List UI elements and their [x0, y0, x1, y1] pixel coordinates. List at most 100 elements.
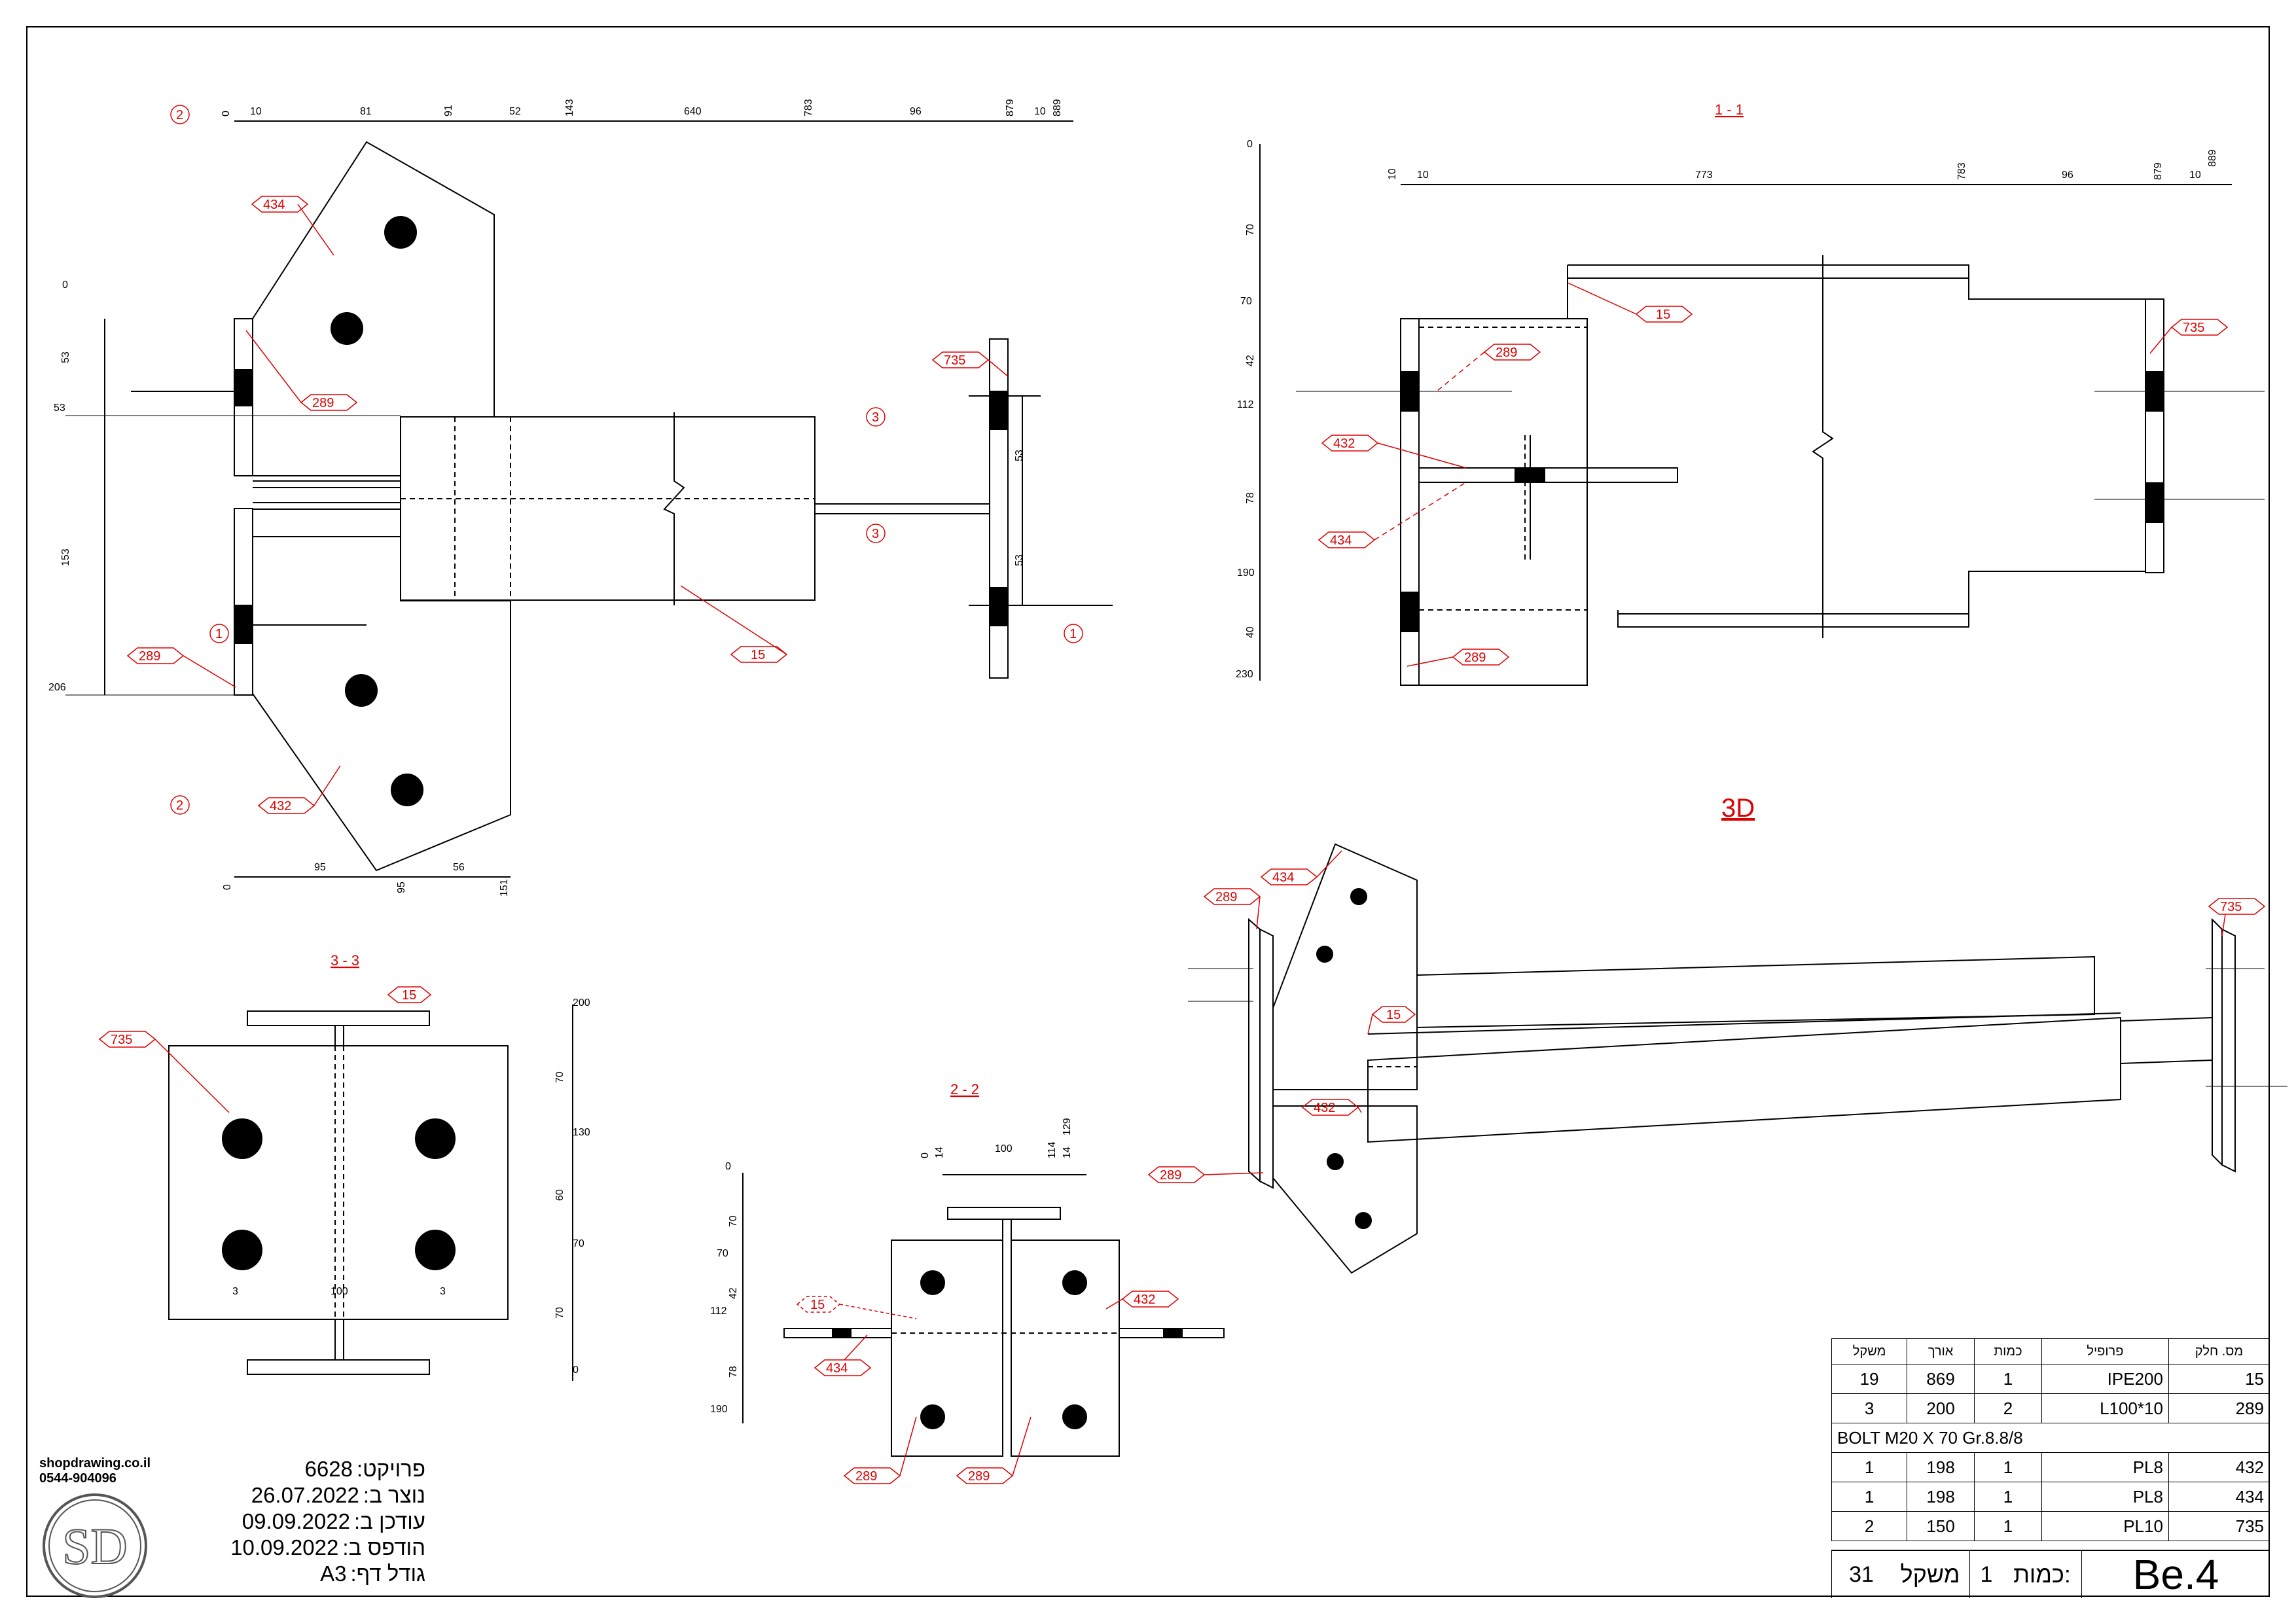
- beam-ipe200: [400, 416, 816, 601]
- bom-weight: 1: [1831, 1452, 1908, 1482]
- section-2-2: [742, 1173, 1225, 1457]
- bom-qty: 1: [1974, 1482, 2042, 1512]
- dim-text: 783: [803, 99, 814, 116]
- dim-text: 10: [250, 106, 262, 117]
- dim-text: 153: [60, 548, 71, 566]
- dim-text: 114: [1047, 1141, 1058, 1158]
- bom-row: 1 198 1 PL8 432: [1831, 1452, 2270, 1482]
- dim-text: 78: [728, 1366, 739, 1378]
- part-mark: 434: [263, 198, 285, 212]
- bom-part: 15: [2168, 1364, 2270, 1394]
- part-mark: 15: [810, 1298, 825, 1312]
- project-info: 6628:פרויקט 26.07.2022:נוצר ב 09.09.2022…: [216, 1456, 425, 1587]
- dim-text: 112: [710, 1306, 727, 1317]
- assembly-qty: 1: [1969, 1551, 2003, 1598]
- dim-text: 70: [554, 1307, 565, 1319]
- dim-text: 783: [1956, 162, 1967, 180]
- plate-432: [252, 536, 511, 872]
- dim-text: 230: [1236, 669, 1253, 680]
- info-row: 6628:פרויקט: [216, 1456, 426, 1482]
- dim-text: 81: [360, 106, 372, 117]
- bill-of-materials: משקל אורך כמות פרופיל מס. חלק 19 869 1 I…: [1831, 1338, 2270, 1541]
- dim-text: 70: [554, 1071, 565, 1083]
- dim-text: 206: [48, 682, 66, 693]
- dim-text: 3: [440, 1286, 446, 1297]
- dim-text: 100: [995, 1143, 1013, 1154]
- section-marker: 2: [176, 108, 183, 122]
- part-mark: 15: [1656, 308, 1670, 322]
- bom-qty: 2: [1974, 1393, 2042, 1423]
- info-row: 26.07.2022:נוצר ב: [216, 1482, 425, 1508]
- bom-length: 869: [1907, 1364, 1975, 1394]
- part-mark: 289: [1496, 346, 1517, 360]
- plan-view: [65, 120, 1113, 878]
- dim-text: 200: [573, 997, 590, 1008]
- bom-bolt-line: BOLT M20 X 70 Gr.8.8/8: [1831, 1423, 2270, 1453]
- part-mark: 289: [1464, 651, 1486, 665]
- dim-text: 10: [1387, 168, 1398, 180]
- view-title: 3D: [1721, 794, 1755, 823]
- section-1-1: [1259, 144, 2265, 686]
- bom-row: 2 150 1 PL10 735: [1831, 1511, 2270, 1541]
- section-marker: 3: [872, 410, 879, 425]
- part-mark: 434: [1272, 870, 1294, 885]
- bom-qty: 1: [1974, 1511, 2042, 1541]
- dim-text: 0: [221, 111, 232, 116]
- bom-header: כמות: [1974, 1338, 2042, 1364]
- dim-text: 0: [725, 1161, 731, 1172]
- dim-text: 53: [1014, 450, 1025, 461]
- dim-text: 3: [232, 1286, 238, 1297]
- dim-text: 56: [453, 862, 465, 873]
- dim-text: 95: [396, 882, 407, 893]
- created-date: 26.07.2022: [251, 1483, 359, 1507]
- bom-row: 3 200 2 L100*10 289: [1831, 1393, 2270, 1423]
- section-marker: 1: [215, 627, 223, 641]
- part-mark: 735: [2220, 900, 2242, 914]
- part-mark: 735: [111, 1033, 132, 1047]
- bom-weight: 1: [1831, 1482, 1908, 1512]
- dim-text: 96: [910, 106, 922, 117]
- company-logo: SD: [43, 1493, 147, 1598]
- sheet-size: A3: [320, 1561, 347, 1586]
- view-title: 3 - 3: [331, 952, 359, 969]
- info-row: 09.09.2022:עודכן ב: [216, 1508, 425, 1535]
- dim-text: 0: [573, 1364, 579, 1376]
- dim-text: 889: [1052, 99, 1063, 116]
- dim-text: 100: [331, 1286, 348, 1297]
- dim-text: 112: [1237, 399, 1254, 410]
- info-label: :פרויקט: [356, 1457, 425, 1481]
- angle-289-bottom: [234, 508, 253, 696]
- part-mark: 15: [1386, 1008, 1401, 1022]
- section-marker: 1: [1069, 627, 1077, 641]
- dim-text: 14: [1062, 1147, 1073, 1158]
- dim-text: 10: [1417, 169, 1429, 181]
- dim-text: 70: [728, 1215, 739, 1227]
- part-mark: 434: [826, 1361, 848, 1376]
- part-mark: 432: [1134, 1293, 1155, 1307]
- dim-text: 190: [1237, 567, 1255, 579]
- bom-weight: 3: [1831, 1393, 1908, 1423]
- dim-text: 96: [2062, 169, 2073, 181]
- dim-text: 42: [1245, 355, 1256, 366]
- part-mark: 432: [270, 799, 291, 813]
- assembly-mark: Be.4: [2081, 1551, 2270, 1598]
- view-title: 2 - 2: [950, 1081, 979, 1097]
- end-plate-735: [989, 338, 1009, 679]
- updated-date: 09.09.2022: [242, 1509, 350, 1533]
- dim-text: 879: [2153, 162, 2164, 180]
- dim-text: 70: [1240, 296, 1252, 307]
- dim-text: 14: [934, 1147, 945, 1158]
- info-label: :נוצר ב: [363, 1483, 425, 1507]
- svg-text:SD: SD: [62, 1518, 128, 1575]
- bom-row: 19 869 1 IPE200 15: [1831, 1364, 2270, 1394]
- bom-header-row: משקל אורך כמות פרופיל מס. חלק: [1831, 1338, 2270, 1364]
- weight-label: משקל: [1900, 1561, 1960, 1588]
- dim-text: 130: [573, 1127, 590, 1138]
- dim-text: 95: [314, 862, 326, 873]
- bom-qty: 1: [1974, 1452, 2042, 1482]
- info-label: :גודל דף: [350, 1561, 425, 1586]
- bom-part: 735: [2168, 1511, 2270, 1541]
- dim-text: 70: [1245, 224, 1256, 236]
- bom-profile: L100*10: [2041, 1393, 2169, 1423]
